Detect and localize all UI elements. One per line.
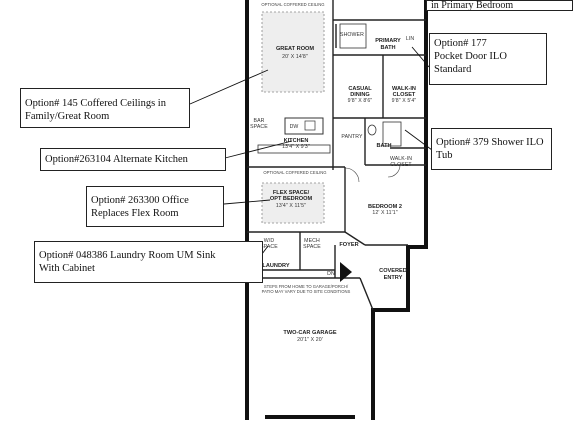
door-swing [344,167,360,183]
kitchen-counter [257,144,331,154]
bar-space-label: BAR [254,118,265,124]
steps-note-2: PATIO MAY VARY DUE TO SITE CONDITIONS [262,289,351,294]
bath-label: BATH [376,143,391,149]
walk-in-closet-dim: 9'8" X 5'4" [392,98,417,104]
shower-label: SHOWER [340,32,364,38]
garage-label: TWO-CAR GARAGE [283,330,336,336]
flex-space-label-2: OPT BEDROOM [270,196,313,202]
wd-space-label: W/D [264,238,275,244]
mech-space-label: MECH [304,238,320,244]
door-swing [387,164,401,178]
great-room-note: OPTIONAL COFFERED CEILING [261,2,324,7]
callout-pocket-door: Option# 177 Pocket Door ILO Standard [429,33,547,85]
flex-space-label: FLEX SPACE/ [273,190,310,196]
shower-stall [339,23,367,49]
kitchen-dim: 13'4" X 9'3" [282,144,310,150]
bar-space-label-2: SPACE [250,124,268,130]
callout-primary-bedroom: in Primary Bedroom [426,0,573,11]
covered-entry-label: COVERED [379,268,407,274]
steps-note: STEPS FROM HOME TO GARAGE/PORCH/ [264,284,349,289]
dn-label: DN [327,271,335,277]
entry-marker [340,262,352,282]
callout-laundry-sink: Option# 048386 Laundry Room UM Sink With… [34,241,263,283]
casual-dining-label: CASUAL [348,86,372,92]
great-room-label: GREAT ROOM [276,46,314,52]
walk-in-closet-label: WALK-IN [392,86,416,92]
bathtub [382,121,402,147]
linen-label: LIN [406,36,415,42]
dw-label: DW [290,124,299,130]
covered-entry-label-2: ENTRY [384,275,403,281]
coffered-ceiling-outline [261,11,325,93]
great-room-dim: 20' X 14'8" [282,54,308,60]
foyer-label: FOYER [339,242,358,248]
flex-ceiling-outline [261,182,325,224]
casual-dining-label-2: DINING [350,92,370,98]
walk-in-closet-label-2: CLOSET [393,92,416,98]
walk-in-closet-b2-label: WALK-IN [390,156,412,162]
casual-dining-dim: 9'8" X 8'6" [348,98,373,104]
interior-walls [247,0,426,311]
wd-space-label-2: SPACE [260,244,278,250]
laundry-label: LAUNDRY [262,263,289,269]
primary-bath-label-2: BATH [380,45,395,51]
garage-dim: 20'1" X 20' [297,337,323,343]
walk-in-closet-b2-label-2: CLOSET [390,162,412,168]
callout-alternate-kitchen: Option#263104 Alternate Kitchen [40,148,226,171]
flex-space-dim: 13'4" X 11'5" [276,203,306,209]
kitchen-label: KITCHEN [284,138,309,144]
kitchen-sink [304,120,316,131]
callout-shower: Option# 379 Shower ILO Tub [431,128,552,170]
pantry-label: PANTRY [341,134,363,140]
bedroom2-label: BEDROOM 2 [368,204,402,210]
primary-bath-label: PRIMARY [375,38,401,44]
leader-lines [189,46,433,255]
bedroom2-dim: 12' X 11'1" [372,210,397,216]
exterior-walls [245,0,428,420]
callout-coffered-ceilings: Option# 145 Coffered Ceilings in Family/… [20,88,190,128]
mech-space-label-2: SPACE [303,244,321,250]
toilet [367,124,377,136]
callout-office: Option# 263300 Office Replaces Flex Room [86,186,224,227]
garage-door [265,415,355,419]
flex-ceiling-note: OPTIONAL COFFERED CEILING [263,170,326,175]
